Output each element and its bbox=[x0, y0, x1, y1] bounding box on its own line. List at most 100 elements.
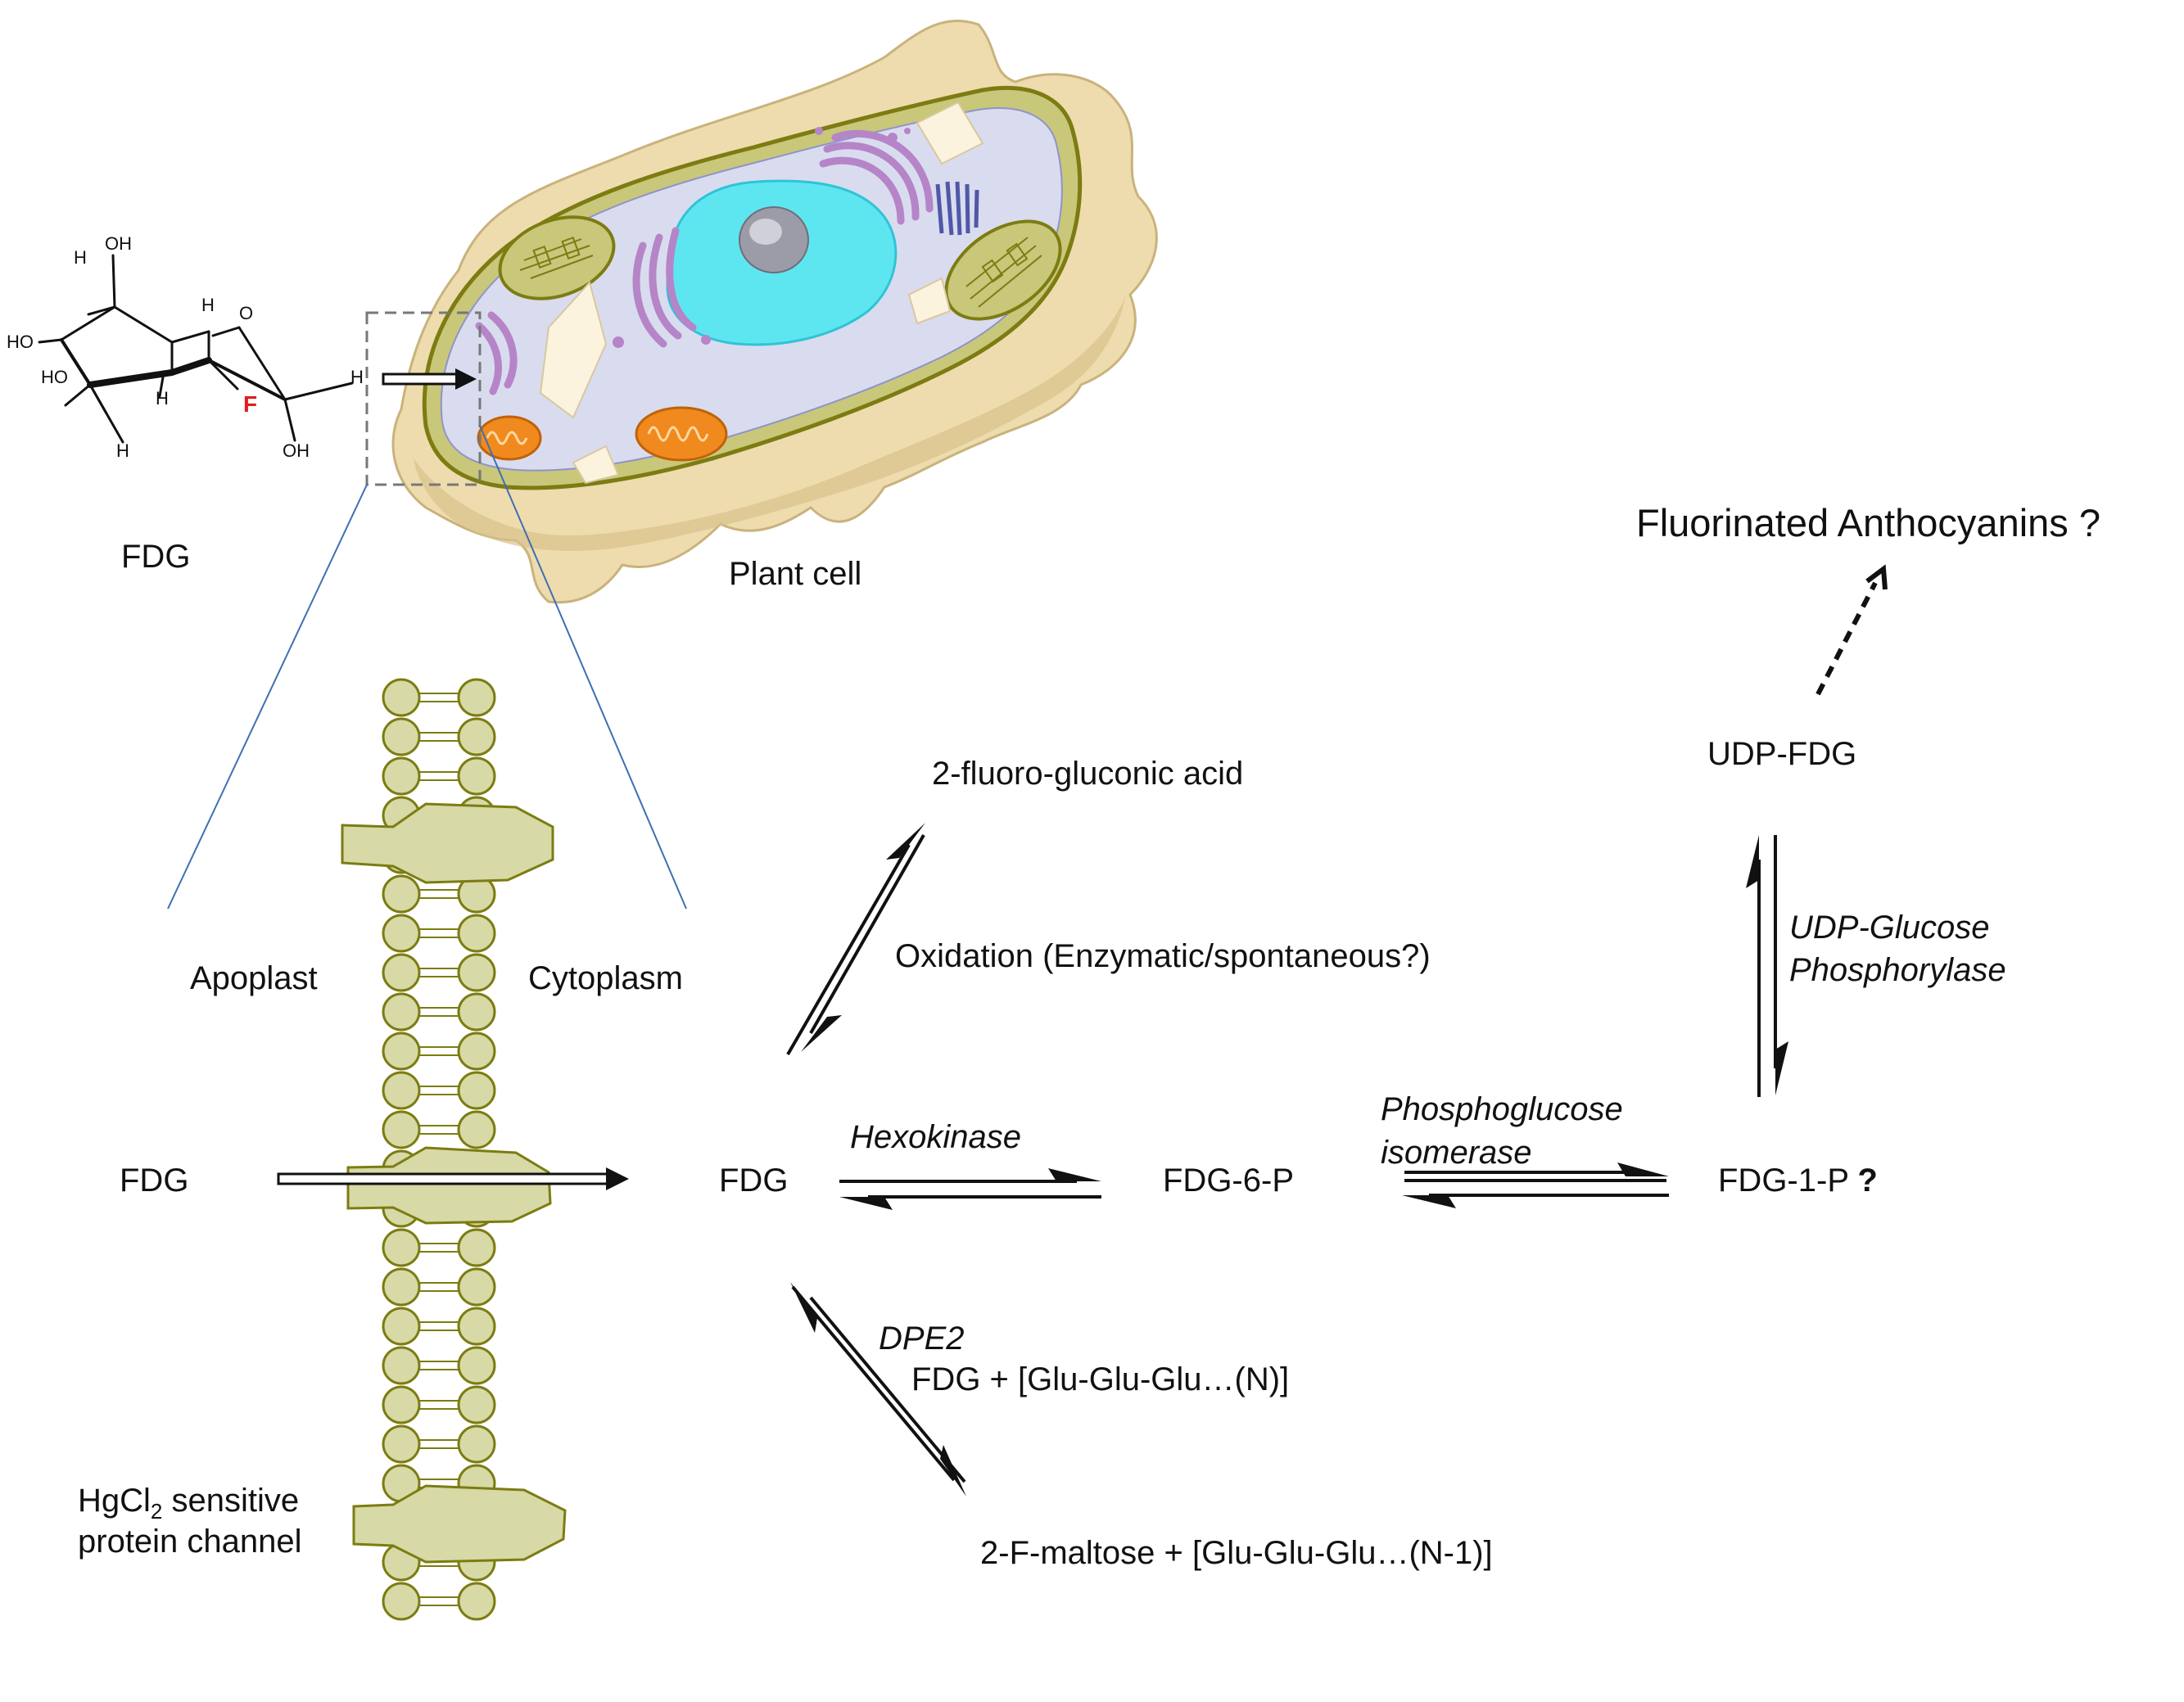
zoom-line-right bbox=[479, 425, 687, 910]
fdg1p-label: FDG-1-P ? bbox=[1718, 1160, 1878, 1201]
mitochondrion-2 bbox=[635, 406, 728, 462]
lipid-head bbox=[382, 756, 421, 796]
lipid-head bbox=[382, 914, 421, 953]
lipid-head bbox=[382, 992, 421, 1032]
fdg1p-text: FDG-1-P bbox=[1718, 1163, 1849, 1199]
lipid-head bbox=[382, 678, 421, 717]
lipid-head bbox=[457, 1307, 496, 1346]
lipid-head bbox=[382, 1385, 421, 1424]
membrane-proteins bbox=[341, 802, 567, 1564]
lipid-head bbox=[382, 1346, 421, 1385]
lipid-head bbox=[457, 1346, 496, 1385]
golgi-apparatus bbox=[475, 129, 934, 395]
hexokinase-equilibrium-arrows bbox=[839, 1168, 1101, 1210]
fdg-structure bbox=[38, 254, 354, 444]
cytoplasm-fdg-label: FDG bbox=[719, 1163, 789, 1199]
dpe2-product-label: 2-F-maltose + [Glu-Glu-Glu…(N-1)] bbox=[980, 1535, 1493, 1571]
crystal-4 bbox=[907, 277, 952, 325]
lipid-head bbox=[457, 1228, 496, 1267]
udp-fdg-label: UDP-FDG bbox=[1707, 736, 1857, 772]
lipid-head bbox=[457, 1385, 496, 1424]
lipid-head bbox=[457, 1071, 496, 1110]
crystal-2 bbox=[916, 101, 984, 165]
lipid-head bbox=[457, 953, 496, 992]
pgi-equilibrium-arrows bbox=[1402, 1163, 1669, 1208]
lipid-head bbox=[382, 874, 421, 914]
gluconic-acid-label: 2-fluoro-gluconic acid bbox=[932, 756, 1244, 792]
lipid-head bbox=[457, 992, 496, 1032]
lipid-head bbox=[457, 1110, 496, 1149]
lipid-head bbox=[382, 1071, 421, 1110]
chloroplast-1-thylakoids bbox=[519, 236, 594, 279]
pgi-label-line1: Phosphoglucose bbox=[1381, 1091, 1623, 1127]
channel-label-sub: 2 bbox=[150, 1499, 163, 1524]
mitochondrion-1 bbox=[477, 415, 542, 461]
lipid-head bbox=[382, 1267, 421, 1307]
channel-label-prefix: HgCl bbox=[78, 1483, 151, 1519]
lipid-head bbox=[457, 678, 496, 717]
zoom-line-left bbox=[167, 484, 368, 910]
fdg-molecule-caption: FDG bbox=[121, 539, 191, 575]
atom-h-4: H bbox=[350, 367, 364, 387]
cytoplasm-label: Cytoplasm bbox=[528, 960, 683, 996]
lipid-head bbox=[457, 756, 496, 796]
vesicles bbox=[613, 127, 911, 348]
protein-channel-bottom bbox=[352, 1484, 567, 1564]
lipid-head bbox=[382, 1110, 421, 1149]
nucleus-highlight bbox=[749, 219, 782, 245]
lipid-head bbox=[457, 717, 496, 756]
lipid-head bbox=[457, 1424, 496, 1464]
atom-oh-bottom: OH bbox=[283, 440, 310, 461]
lipid-head bbox=[382, 1032, 421, 1071]
lipid-head bbox=[382, 1582, 421, 1621]
apoplast-label: Apoplast bbox=[190, 960, 318, 996]
cell-wall-shade bbox=[414, 295, 1126, 551]
lipid-head bbox=[457, 914, 496, 953]
crystal-3 bbox=[572, 445, 620, 485]
atom-oh-top: OH bbox=[105, 233, 132, 254]
anthocyanins-label: Fluorinated Anthocyanins ? bbox=[1636, 501, 2100, 544]
channel-label-suffix: sensitive bbox=[162, 1483, 300, 1519]
lipid-head bbox=[382, 1307, 421, 1346]
anthocyanin-dashed-arrow bbox=[1815, 564, 1888, 696]
dpe2-substrate-label: FDG + [Glu-Glu-Glu…(N)] bbox=[911, 1361, 1290, 1397]
atom-ho-low: HO bbox=[41, 367, 68, 387]
lipid-head bbox=[457, 1032, 496, 1071]
plant-cell-caption: Plant cell bbox=[729, 556, 862, 592]
fdg1p-question-mark: ? bbox=[1857, 1163, 1878, 1199]
plant-cell-illustration bbox=[391, 20, 1158, 604]
atom-ring-o: O bbox=[239, 303, 254, 323]
centriole bbox=[935, 181, 979, 236]
hexokinase-label: Hexokinase bbox=[850, 1119, 1022, 1155]
lipid-head bbox=[382, 717, 421, 756]
dpe2-equilibrium-arrows bbox=[790, 1282, 966, 1497]
zoom-box bbox=[365, 311, 482, 486]
lipid-head bbox=[457, 1267, 496, 1307]
pgi-label-line2: isomerase bbox=[1381, 1135, 1532, 1171]
mitochondrion-2-cristae bbox=[647, 426, 709, 442]
lipid-head bbox=[457, 1582, 496, 1621]
atom-ho-left: HO bbox=[7, 332, 34, 352]
oxidation-label: Oxidation (Enzymatic/spontaneous?) bbox=[895, 938, 1431, 974]
entry-arrow bbox=[382, 368, 477, 390]
lipid-head bbox=[382, 1424, 421, 1464]
atom-h-5: H bbox=[116, 440, 129, 461]
chloroplast-2-thylakoids bbox=[965, 237, 1042, 308]
ugp-label-line2: Phosphorylase bbox=[1789, 952, 2006, 988]
ugp-equilibrium-arrows bbox=[1746, 835, 1788, 1097]
atom-h-2: H bbox=[201, 295, 215, 315]
mitochondrion-1-cristae bbox=[486, 431, 528, 445]
lipid-head bbox=[382, 1228, 421, 1267]
outside-fdg-label: FDG bbox=[120, 1163, 189, 1199]
dpe2-label: DPE2 bbox=[879, 1321, 965, 1357]
protein-channel-top bbox=[341, 802, 554, 884]
protein-channel-middle bbox=[346, 1146, 552, 1225]
lipid-head bbox=[382, 953, 421, 992]
channel-label: HgCl2 sensitive bbox=[78, 1480, 299, 1525]
atom-fluorine: F bbox=[243, 391, 258, 417]
crystal-1 bbox=[539, 280, 608, 419]
membrane-transport-arrow bbox=[277, 1167, 629, 1190]
atom-h-3: H bbox=[156, 388, 169, 409]
oxidation-equilibrium-arrows bbox=[786, 823, 925, 1056]
